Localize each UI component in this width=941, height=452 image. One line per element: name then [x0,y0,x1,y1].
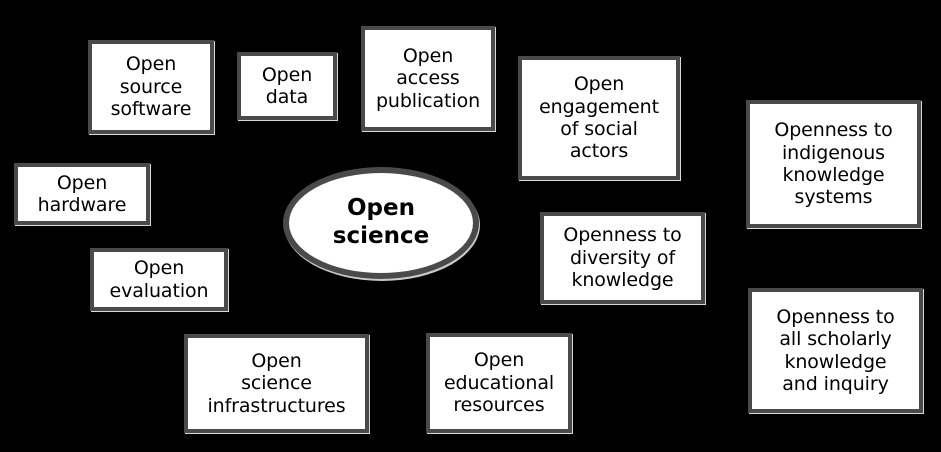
concept-box-label: Open educational resources [443,349,555,417]
concept-box-openness-to-diversity-of-knowledge[interactable]: Openness to diversity of knowledge [540,212,705,304]
concept-box-open-source-software[interactable]: Open source software [88,40,214,134]
concept-box-open-access-publication[interactable]: Open access publication [361,26,495,131]
central-node-open-science[interactable]: Open science [283,167,479,279]
concept-box-open-data[interactable]: Open data [237,52,337,120]
concept-box-label: Open science infrastructures [207,349,346,417]
concept-box-label: Open data [261,63,313,108]
concept-box-label: Open engagement of social actors [539,73,659,163]
concept-box-label: Open hardware [37,171,127,216]
concept-box-label: Openness to all scholarly knowledge and … [776,305,895,395]
central-node-label: Open science [332,195,430,249]
concept-box-open-science-infrastructures[interactable]: Open science infrastructures [184,334,369,433]
concept-box-label: Open access publication [375,44,481,112]
concept-box-open-hardware[interactable]: Open hardware [14,163,150,225]
concept-box-open-engagement-of-social-actors[interactable]: Open engagement of social actors [518,56,680,180]
concept-box-label: Openness to diversity of knowledge [563,224,682,292]
concept-box-open-evaluation[interactable]: Open evaluation [90,248,228,311]
concept-box-label: Openness to indigenous knowledge systems [774,119,893,209]
concept-box-label: Open evaluation [109,257,209,302]
concept-box-open-educational-resources[interactable]: Open educational resources [426,333,572,433]
concept-box-openness-to-all-scholarly-knowledge-and-inquiry[interactable]: Openness to all scholarly knowledge and … [748,288,923,413]
concept-box-openness-to-indigenous-knowledge-systems[interactable]: Openness to indigenous knowledge systems [746,100,921,228]
concept-box-label: Open source software [110,53,192,121]
